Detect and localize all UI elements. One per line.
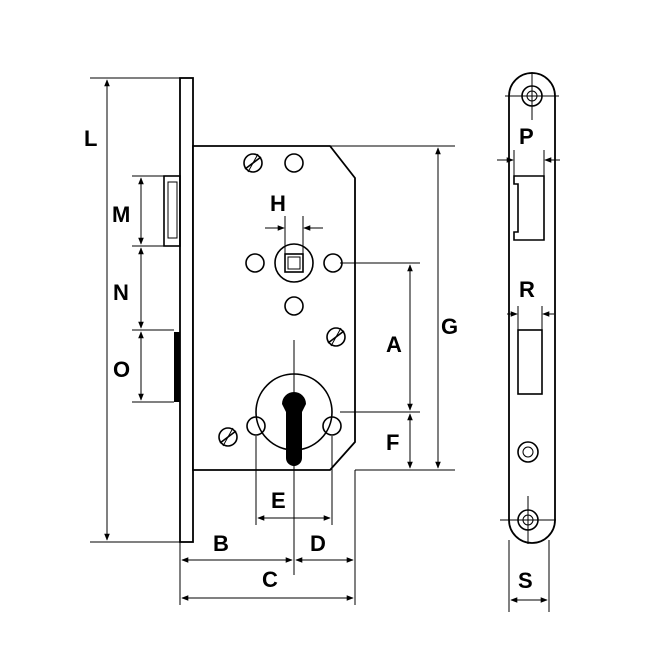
screw-hole-top-right <box>284 153 304 173</box>
label-M: M <box>112 202 130 227</box>
faceplate-hole-lower <box>517 441 539 463</box>
dead-bolt <box>174 332 180 402</box>
label-O: O <box>113 357 130 382</box>
latch-bolt <box>163 175 181 247</box>
label-F: F <box>386 430 399 455</box>
dimension-lines <box>90 77 455 605</box>
spindle-square <box>284 253 304 273</box>
screw-hole-mid <box>284 296 304 316</box>
label-R: R <box>519 277 535 302</box>
faceplate-side <box>179 77 194 543</box>
label-A: A <box>386 332 402 357</box>
handle-screw-left <box>245 253 265 273</box>
cylinder-screw-left <box>246 416 266 436</box>
latch-bolt-inner <box>167 181 178 239</box>
dimension-letters: L M N O H A G F E B D C P R S <box>84 124 535 593</box>
label-G: G <box>441 314 458 339</box>
label-H: H <box>270 191 286 216</box>
screw-hole-side <box>326 327 346 347</box>
latch-opening <box>513 175 545 241</box>
label-E: E <box>271 488 286 513</box>
label-B: B <box>213 531 229 556</box>
label-D: D <box>310 531 326 556</box>
bolt-opening <box>517 329 543 395</box>
screw-hole-bottom <box>218 427 238 447</box>
spindle-hub <box>274 243 314 283</box>
faceplate-front-view <box>497 72 560 612</box>
label-P: P <box>519 124 534 149</box>
label-L: L <box>84 126 97 151</box>
label-C: C <box>262 567 278 592</box>
lock-front-view <box>163 77 356 543</box>
label-N: N <box>113 280 129 305</box>
screw-hole-top-left <box>243 153 263 173</box>
label-S: S <box>518 568 533 593</box>
cylinder-screw-right <box>322 416 342 436</box>
